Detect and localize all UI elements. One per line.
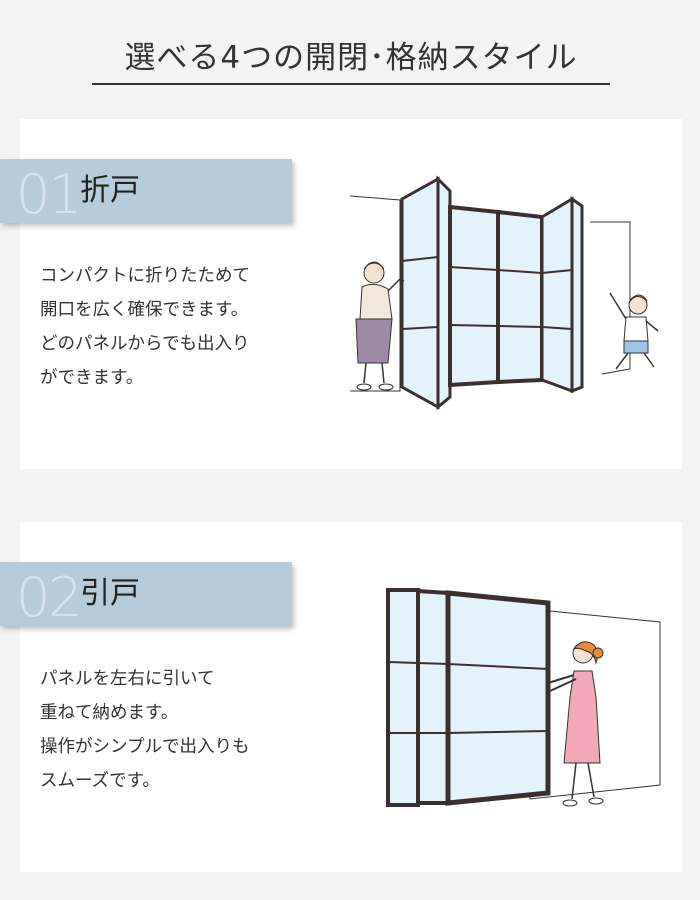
style-number: 01 — [16, 163, 83, 224]
style-card-folding: 01 折戸 コンパクトに折りたためて 開口を広く確保できます。 どのパネルからで… — [0, 119, 682, 469]
description-line: コンパクトに折りたためて — [40, 266, 250, 286]
description-line: 開口を広く確保できます。 — [40, 300, 249, 320]
style-name: 折戸 — [80, 173, 140, 208]
style-number: 02 — [16, 566, 83, 627]
description-line: 操作がシンプルで出入りも — [40, 737, 250, 757]
title-underline — [92, 83, 610, 85]
style-description: パネルを左右に引いて 重ねて納めます。 操作がシンプルで出入りも スムーズです。 — [40, 662, 330, 798]
style-label-band: 02 引戸 — [0, 562, 292, 626]
description-line: スムーズです。 — [40, 771, 160, 791]
folding-door-illustration — [349, 175, 659, 411]
description-line: パネルを左右に引いて — [40, 669, 215, 689]
style-label-band: 01 折戸 — [0, 159, 292, 223]
description-line: どのパネルからでも出入り — [40, 334, 250, 354]
style-name: 引戸 — [80, 576, 140, 611]
description-line: 重ねて納めます。 — [40, 703, 179, 723]
sliding-door-illustration — [386, 588, 661, 807]
description-line: ができます。 — [40, 368, 144, 388]
page-title: 選べる4つの開閉･格納スタイル — [124, 40, 578, 76]
style-card-sliding: 02 引戸 パネルを左右に引いて 重ねて納めます。 操作がシンプルで出入りも ス… — [0, 522, 682, 872]
style-description: コンパクトに折りたためて 開口を広く確保できます。 どのパネルからでも出入り が… — [40, 259, 330, 395]
